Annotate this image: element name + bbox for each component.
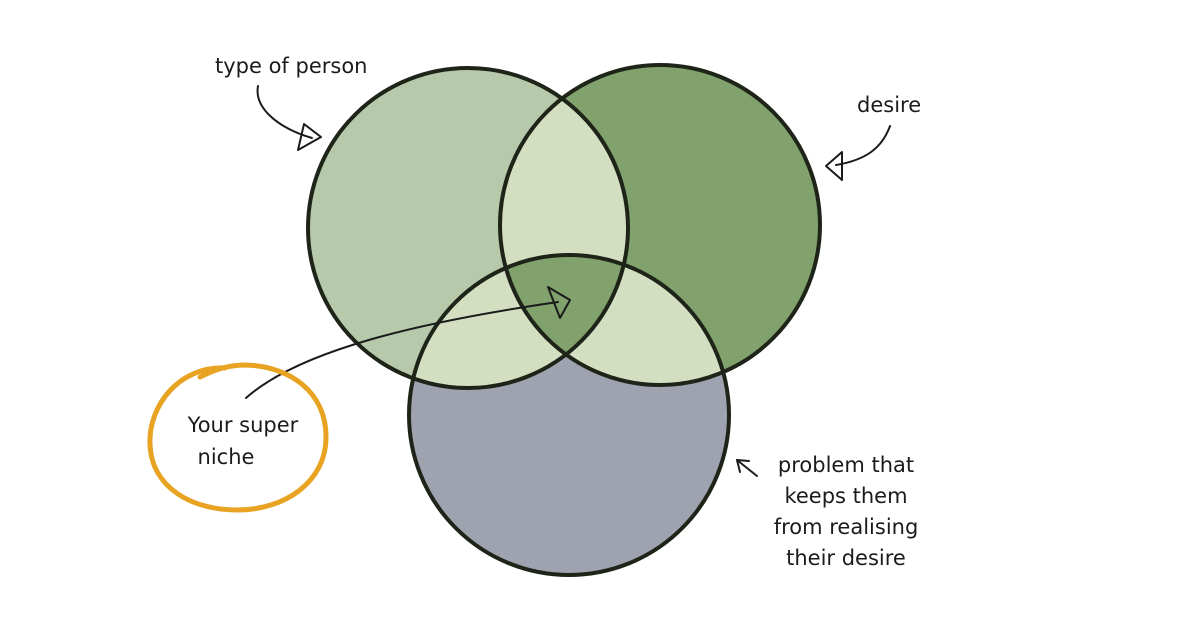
label-desire: desire	[857, 93, 921, 117]
label-type-of-person: type of person	[215, 54, 368, 78]
outline-type-of-person	[306, 66, 630, 390]
label-problem-line-4: their desire	[786, 546, 906, 570]
label-problem-line-3: from realising	[774, 515, 919, 539]
label-problem-line-1: problem that	[778, 453, 914, 477]
outline-desire	[498, 63, 822, 387]
outline-problem	[407, 253, 731, 577]
overlap-desire-problem	[500, 255, 729, 385]
arrow-type-of-person	[256, 85, 322, 151]
overlap-person-problem	[409, 255, 628, 388]
label-problem-line-2: keeps them	[784, 484, 907, 508]
arrow-desire	[825, 125, 891, 181]
niche-ring	[147, 362, 329, 513]
label-niche-line-2: niche	[198, 445, 255, 469]
label-niche-line-1: Your super	[187, 413, 299, 437]
arrow-problem	[736, 459, 758, 477]
arrow-niche	[245, 286, 571, 399]
